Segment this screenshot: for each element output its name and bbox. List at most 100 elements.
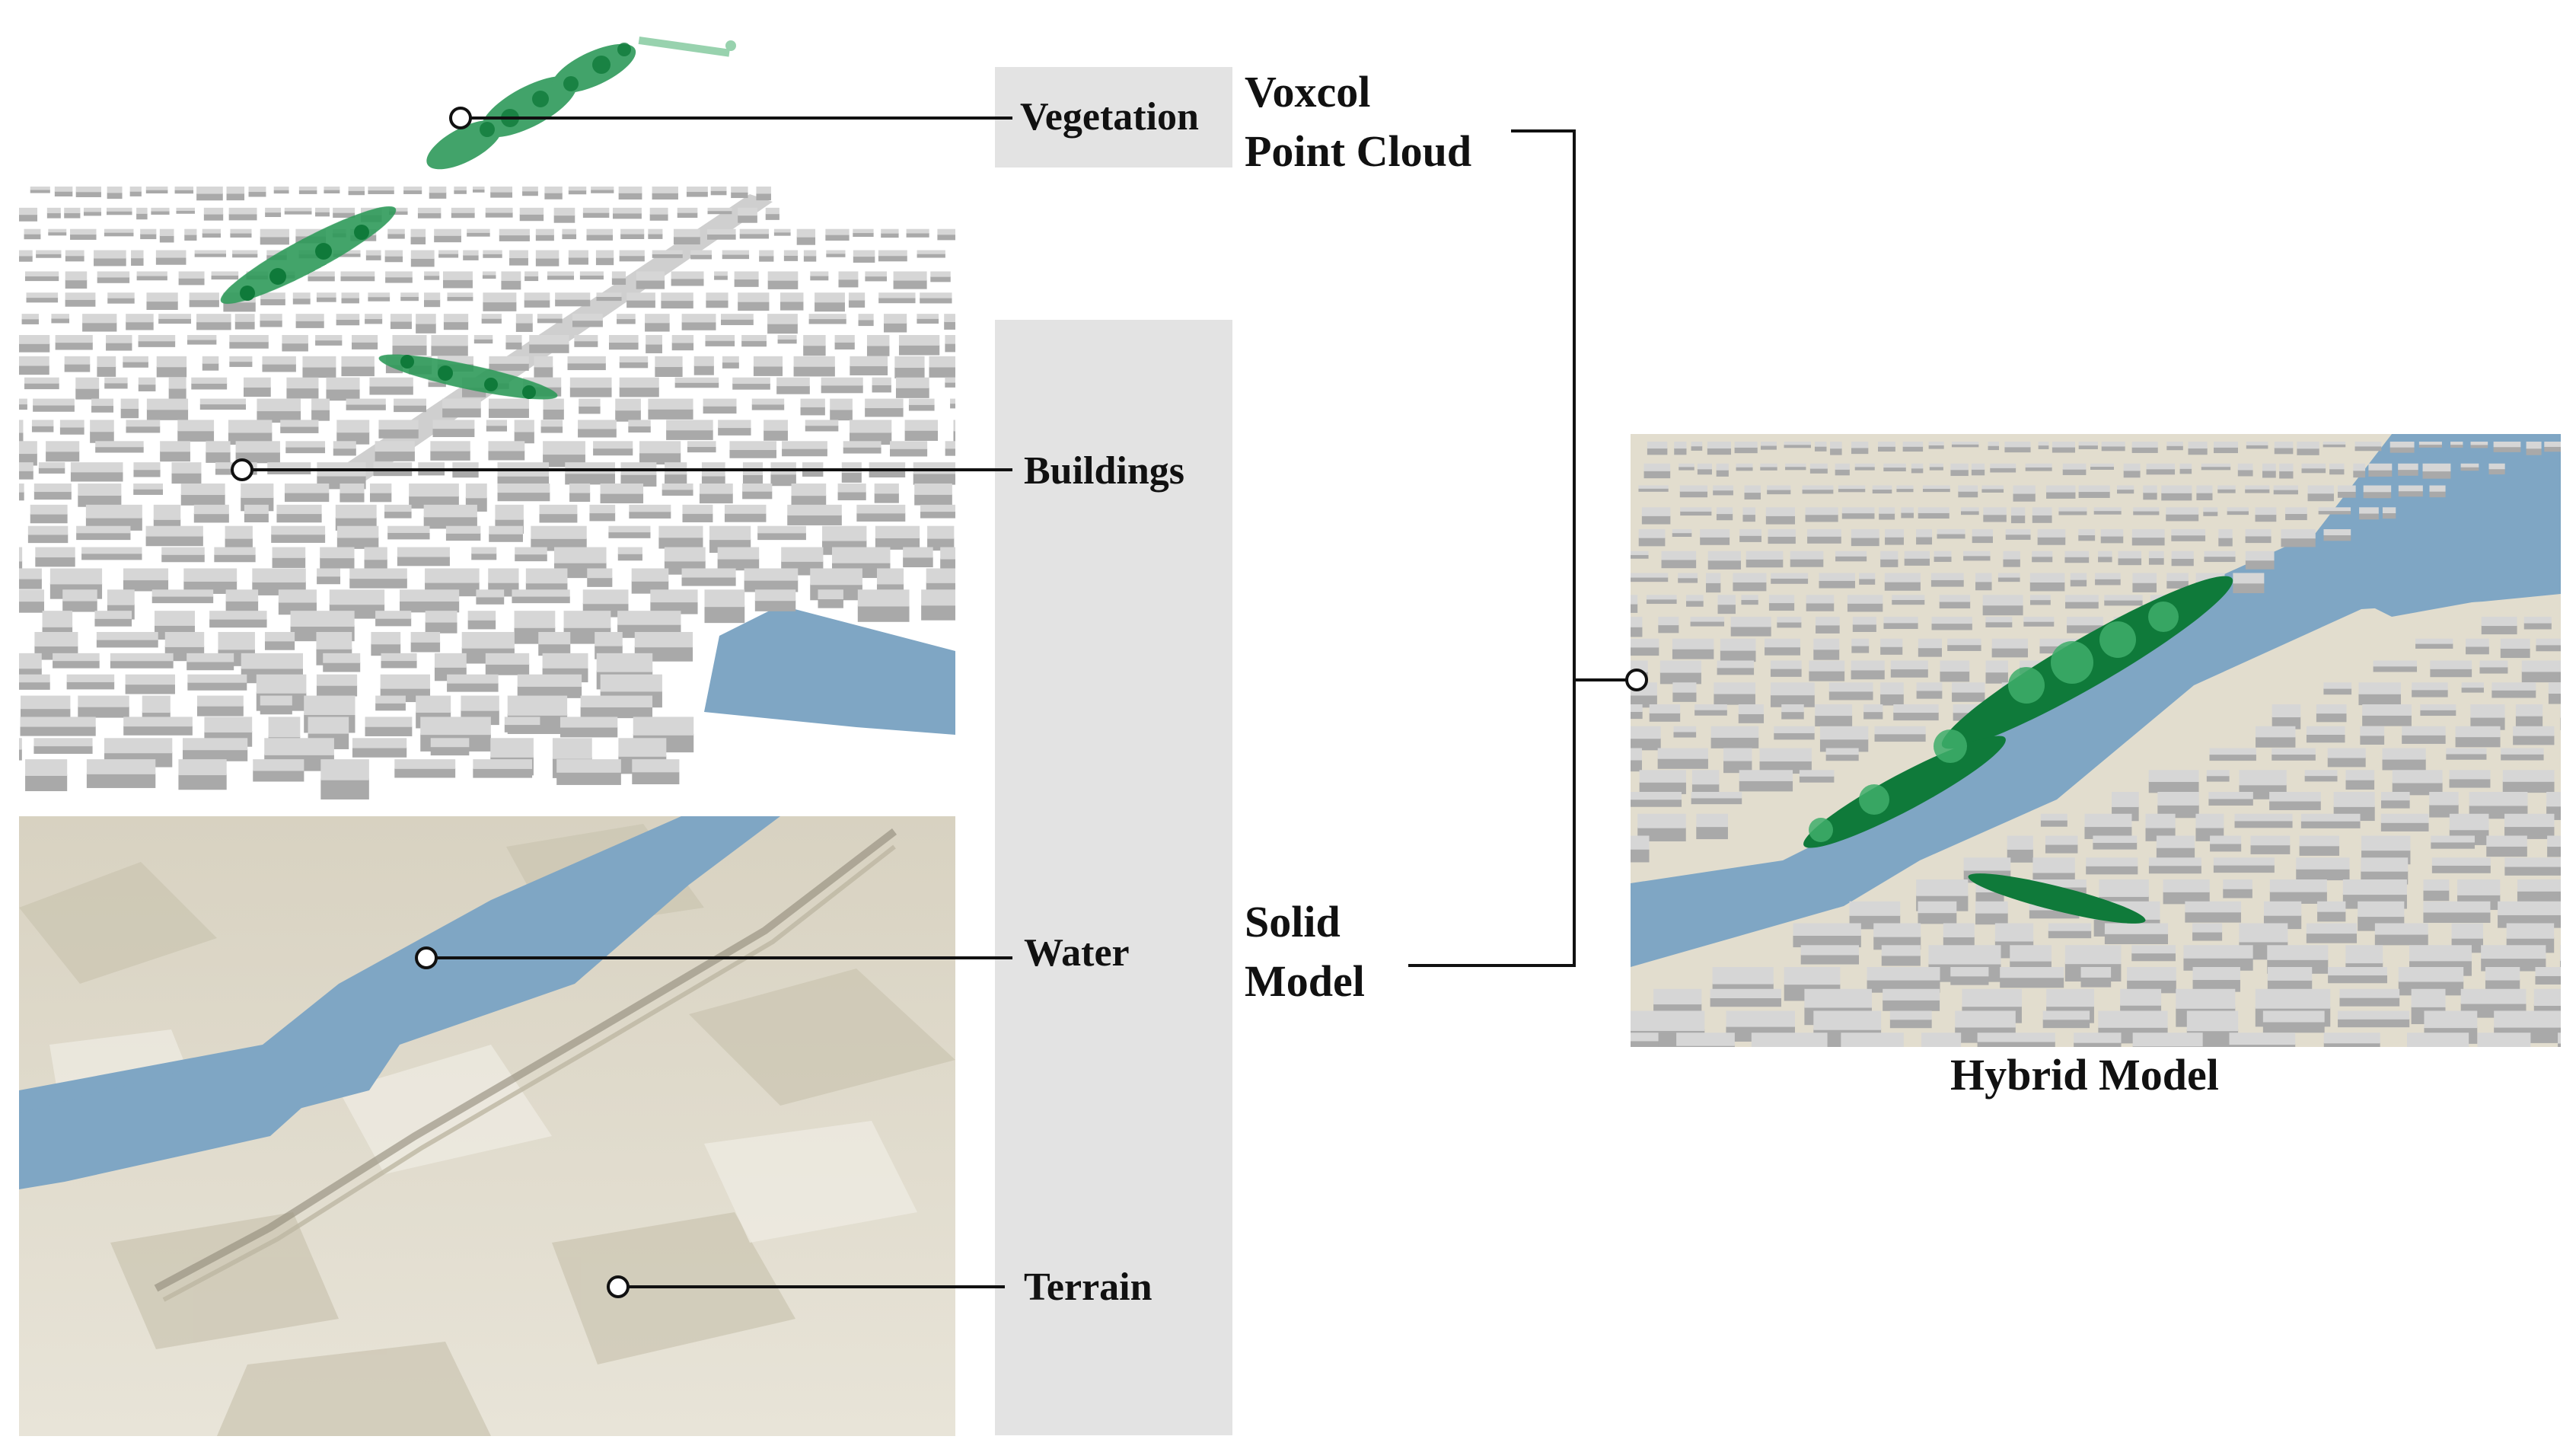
building-block (1736, 467, 1753, 471)
building-block (232, 250, 258, 254)
building-block (381, 660, 417, 669)
building-block (145, 190, 168, 194)
building-block (524, 271, 539, 277)
building-block (2148, 557, 2164, 565)
building-block (81, 553, 142, 560)
building-block (515, 322, 533, 332)
building-block (91, 398, 114, 407)
building-block (2146, 463, 2176, 470)
building-block (579, 406, 601, 414)
building-block (387, 525, 430, 533)
building-block (151, 211, 170, 215)
building-block (724, 504, 767, 514)
building-block (2148, 551, 2164, 559)
building-block (316, 632, 352, 649)
building-block (123, 726, 193, 736)
building-block (107, 192, 123, 199)
building-block (211, 275, 239, 280)
building-block (1805, 514, 1838, 522)
building-block (2267, 945, 2329, 960)
building-block (805, 420, 839, 426)
building-block (734, 279, 759, 287)
building-block (764, 420, 788, 431)
building-block (767, 271, 799, 281)
building-block (2148, 780, 2199, 793)
building-block (2327, 748, 2366, 758)
building-block (1815, 704, 1853, 717)
building-block (858, 319, 874, 327)
building-block (2323, 442, 2346, 445)
building-block (244, 377, 271, 388)
building-block (1680, 511, 1712, 516)
building-block (1643, 471, 1671, 479)
building-block (2323, 1042, 2380, 1047)
building-block (1947, 644, 1981, 651)
building-block (878, 255, 907, 262)
building-block (136, 271, 167, 276)
building-block (176, 210, 195, 214)
building-block (2101, 442, 2125, 447)
building-block (346, 404, 386, 410)
building-block (2558, 1032, 2561, 1044)
building-block (2429, 792, 2459, 806)
building-block (36, 254, 62, 258)
building-block (153, 504, 181, 520)
building-block (180, 493, 225, 506)
building-block (569, 387, 612, 397)
building-block (776, 377, 810, 387)
building-block (2446, 748, 2487, 755)
building-block (333, 212, 355, 218)
building-block (473, 335, 493, 340)
building-block (560, 717, 618, 728)
building-block (2380, 800, 2410, 809)
building-block (461, 695, 499, 711)
building-block (800, 398, 825, 407)
building-block (524, 292, 550, 301)
building-block (1916, 879, 1969, 896)
building-block (333, 253, 361, 257)
building-block (333, 207, 355, 213)
building-block (416, 314, 436, 324)
building-block (2269, 800, 2321, 810)
building-block (586, 234, 614, 241)
building-block (431, 335, 468, 346)
building-block (2354, 445, 2382, 452)
building-block (1638, 485, 1669, 489)
building-block (841, 471, 862, 483)
building-block (420, 717, 491, 736)
building-block (1983, 514, 2007, 522)
building-block (612, 207, 642, 214)
building-block (2025, 467, 2052, 471)
building-block (2382, 758, 2426, 771)
building-block (2398, 463, 2418, 471)
building-block (2131, 447, 2158, 453)
building-block (722, 254, 750, 260)
building-block (59, 420, 84, 428)
building-block (187, 653, 234, 662)
building-block (2196, 485, 2213, 493)
building-block (442, 279, 473, 289)
building-block (2460, 463, 2479, 468)
building-block (2195, 813, 2224, 828)
building-block (2477, 1032, 2531, 1047)
building-block (517, 674, 582, 687)
building-block (107, 187, 123, 193)
building-block (1638, 529, 1666, 538)
building-block (767, 279, 799, 289)
building-block (796, 228, 816, 238)
building-block (315, 207, 330, 212)
building-block (2166, 445, 2183, 451)
building-block (681, 321, 716, 330)
building-block (777, 339, 797, 344)
building-block (1841, 1032, 1904, 1047)
building-block (2389, 447, 2415, 453)
building-block (2460, 467, 2479, 471)
building-block (425, 611, 457, 623)
building-block (2145, 813, 2176, 828)
building-block (204, 717, 253, 732)
building-block (2423, 901, 2491, 913)
building-block (2214, 442, 2238, 448)
building-block (260, 704, 292, 715)
building-block (1950, 469, 1969, 477)
building-block (1781, 704, 1804, 713)
